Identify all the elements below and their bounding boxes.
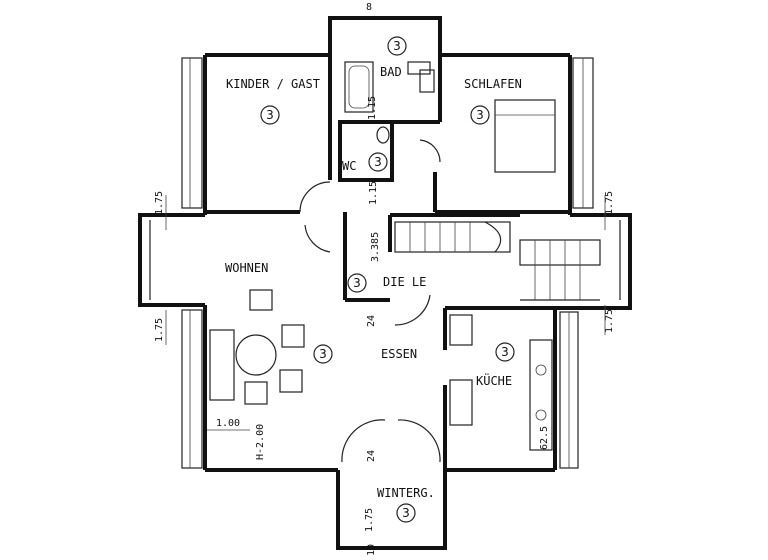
furniture	[209, 61, 556, 463]
dim-h200: H-2.00	[255, 424, 266, 460]
dim-24-a: 24	[366, 315, 377, 327]
room-number-wohnen: 3	[319, 347, 327, 361]
room-label-wohnen: WOHNEN	[225, 261, 268, 275]
dimension-lines	[165, 195, 606, 431]
room-label-diele: DIE LE	[383, 275, 426, 289]
room-number-kinder: 3	[266, 108, 274, 122]
dim-625: 62.5	[539, 426, 550, 450]
staircase	[394, 221, 601, 301]
dim-10: 10	[366, 544, 377, 556]
room-number-kueche: 3	[501, 345, 509, 359]
dimension-labels: 8 1.75 1.75 1.75 1.75 1.15 1.15 3.385 24…	[154, 2, 615, 556]
room-label-winterg: WINTERG.	[377, 486, 435, 500]
dim-24-b: 24	[366, 450, 377, 462]
dim-100: 1.00	[216, 418, 240, 429]
dim-left-bottom: 1.75	[154, 318, 165, 342]
room-label-kueche: KÜCHE	[476, 372, 512, 388]
room-number-diele: 3	[353, 276, 361, 290]
dim-wc-115: 1.15	[368, 181, 379, 205]
room-number-wc: 3	[374, 155, 382, 169]
room-number-markers: 3 3 3 3 3 3 3 3	[260, 36, 515, 523]
dim-winterg-175: 1.75	[364, 508, 375, 532]
interior-walls	[205, 55, 570, 470]
dim-bad-115: 1.15	[367, 96, 378, 120]
room-label-essen: ESSEN	[381, 347, 417, 361]
dim-left-top: 1.75	[154, 191, 165, 215]
dim-height-3385: 3.385	[370, 232, 381, 262]
dim-right-top: 1.75	[604, 191, 615, 215]
room-label-wc: WC	[342, 159, 356, 173]
roof-strips	[149, 57, 621, 469]
dim-right-bottom: 1.75	[604, 309, 615, 333]
room-number-winterg: 3	[402, 506, 410, 520]
room-labels: KINDER / GAST BAD SCHLAFEN WC WOHNEN DIE…	[225, 65, 522, 500]
room-number-bad: 3	[393, 39, 401, 53]
dim-top: 8	[366, 2, 372, 13]
exterior-walls	[138, 16, 632, 550]
room-label-schlafen: SCHLAFEN	[464, 77, 522, 91]
room-label-kinder-gast: KINDER / GAST	[226, 77, 320, 91]
room-label-bad: BAD	[380, 65, 402, 79]
room-number-schlafen: 3	[476, 108, 484, 122]
